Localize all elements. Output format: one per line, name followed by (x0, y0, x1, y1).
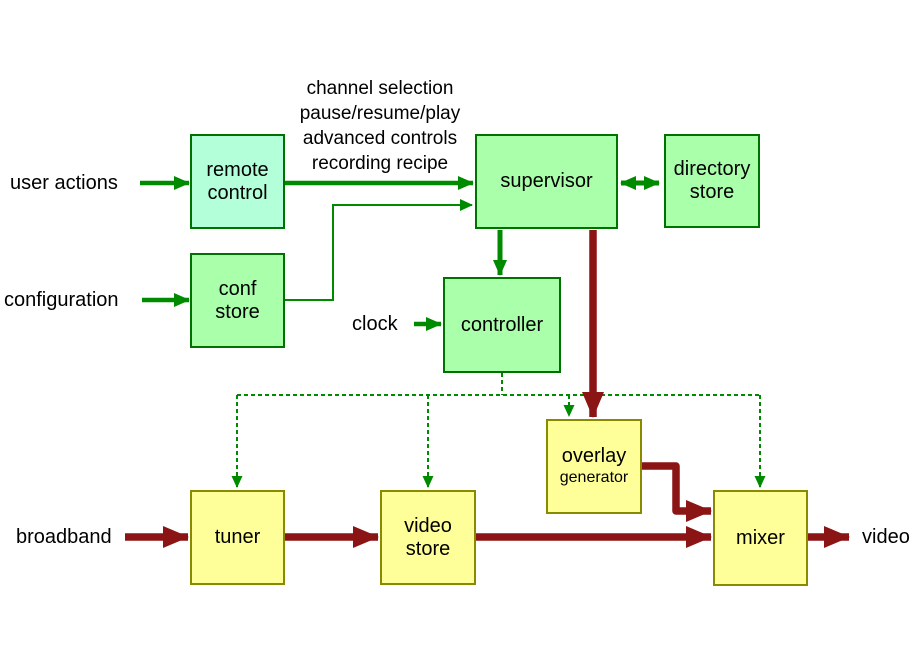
box-directory-store: directory store (664, 134, 760, 228)
box-controller-label: controller (460, 313, 544, 336)
box-conf-store-label-line2: store (215, 300, 260, 323)
box-video-store-label-line1: video (404, 514, 452, 537)
box-supervisor-label: supervisor (500, 170, 593, 192)
box-overlay-generator-label-line1: overlay (561, 445, 627, 467)
box-mixer-label: mixer (736, 526, 785, 549)
box-remote-control-label-line1: remote (206, 158, 269, 181)
box-overlay-generator: overlay generator (546, 419, 642, 514)
edge-overlay-generator-to-mixer (642, 462, 712, 522)
label-clock: clock (352, 313, 398, 335)
box-overlay-generator-label-line2: generator (559, 469, 629, 486)
box-video-store: video store (380, 490, 476, 585)
box-conf-store-label-line1: conf (218, 277, 257, 300)
annotation-line-1: channel selection (306, 78, 454, 99)
edge-conf-store-to-supervisor (285, 199, 473, 301)
box-remote-control-label-line2: control (207, 181, 268, 204)
box-tuner-label: tuner (214, 526, 261, 548)
box-tuner: tuner (190, 490, 285, 585)
label-video-out: video (862, 526, 910, 548)
annotation-line-3: advanced controls (302, 128, 458, 149)
box-conf-store: conf store (190, 253, 285, 348)
label-configuration: configuration (4, 289, 119, 311)
label-broadband: broadband (16, 526, 112, 548)
label-user-actions: user actions (10, 172, 118, 194)
box-supervisor: supervisor (475, 134, 618, 229)
box-mixer: mixer (713, 490, 808, 586)
box-directory-store-label-line1: directory (673, 158, 751, 180)
box-directory-store-label-line2: store (689, 181, 735, 203)
annotation-line-2: pause/resume/play (299, 103, 461, 124)
annotation-line-4: recording recipe (311, 153, 449, 174)
box-remote-control: remote control (190, 134, 285, 229)
annotation-remote-commands: channel selection pause/resume/play adva… (255, 76, 505, 176)
box-controller: controller (443, 277, 561, 373)
box-video-store-label-line2: store (405, 537, 451, 560)
